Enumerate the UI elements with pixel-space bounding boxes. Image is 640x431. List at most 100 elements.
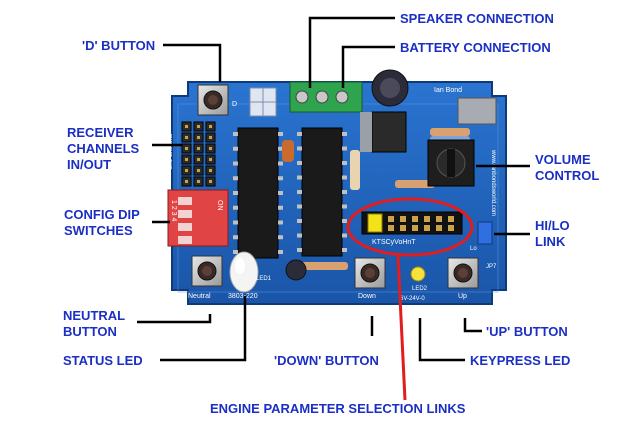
ic-pin bbox=[297, 146, 302, 151]
label-volume-line2: CONTROL bbox=[535, 168, 600, 183]
ic-pin bbox=[342, 161, 347, 165]
header-pin-tip bbox=[209, 158, 212, 161]
ic-pin bbox=[342, 233, 347, 238]
header-pin-tip bbox=[185, 125, 188, 128]
header-pin-tip bbox=[209, 169, 212, 172]
heatsink-tab bbox=[457, 97, 497, 125]
d-button bbox=[197, 84, 229, 116]
ic-pin bbox=[297, 161, 302, 165]
ic-pin bbox=[297, 175, 302, 180]
led1-label: LED1 bbox=[256, 276, 272, 282]
volume-potentiometer bbox=[427, 139, 475, 187]
label-receiver-line3: IN/OUT bbox=[67, 157, 112, 172]
voltage-regulator bbox=[360, 111, 407, 153]
ic-pin bbox=[278, 176, 283, 181]
ic-chip-2 bbox=[297, 127, 347, 257]
link-pin bbox=[400, 216, 406, 222]
part-number-label: 3803-220 bbox=[228, 293, 258, 300]
electrolytic-capacitor bbox=[371, 69, 409, 107]
ic-pin bbox=[278, 146, 283, 151]
up-label: Up bbox=[458, 293, 467, 300]
neutral-label: Neutral bbox=[188, 293, 211, 300]
header-pin-tip bbox=[185, 136, 188, 139]
ic-pin bbox=[278, 132, 283, 136]
ic-pin bbox=[233, 250, 238, 254]
ic-pin bbox=[233, 146, 238, 151]
link-pin bbox=[424, 216, 430, 222]
ic-pin bbox=[297, 204, 302, 209]
link-pin bbox=[436, 216, 442, 222]
label-status-led: STATUS LED bbox=[63, 353, 143, 368]
label-keypress-led: KEYPRESS LED bbox=[470, 353, 571, 368]
engine-links-leader bbox=[396, 255, 407, 401]
links-label: KTSCyVoHnT bbox=[372, 239, 416, 246]
hi-lo-jumper bbox=[477, 221, 493, 245]
ic-pin bbox=[278, 161, 283, 166]
header-pin-tip bbox=[197, 158, 200, 161]
label-receiver-line1: RECEIVER bbox=[67, 125, 134, 140]
ic-pin bbox=[297, 190, 302, 194]
ic-pin bbox=[278, 220, 283, 225]
label-engine-links: ENGINE PARAMETER SELECTION LINKS bbox=[210, 401, 466, 416]
small-capacitor bbox=[285, 259, 307, 281]
label-neutral-line1: NEUTRAL bbox=[63, 308, 126, 323]
ic-pin bbox=[297, 219, 302, 223]
label-config-line2: SWITCHES bbox=[64, 223, 133, 238]
ic-pin bbox=[342, 219, 347, 223]
ic-pin bbox=[233, 161, 238, 166]
lo-label: Lo bbox=[470, 246, 477, 252]
down-label: Down bbox=[358, 293, 376, 300]
link-pin bbox=[448, 225, 454, 231]
header-pin-tip bbox=[185, 158, 188, 161]
header-pin-tip bbox=[197, 180, 200, 183]
status-led bbox=[229, 251, 259, 293]
ic-pin bbox=[233, 132, 238, 136]
jumper-pads bbox=[249, 87, 277, 117]
label-up-button: 'UP' BUTTON bbox=[486, 324, 568, 339]
label-neutral-line2: BUTTON bbox=[63, 324, 117, 339]
neutral-button bbox=[191, 255, 223, 287]
link-pin bbox=[412, 225, 418, 231]
header-pin-tip bbox=[185, 147, 188, 150]
label-speaker-connection: SPEAKER CONNECTION bbox=[400, 11, 554, 26]
terminal-block bbox=[289, 81, 363, 113]
ic-pin bbox=[233, 176, 238, 181]
receiver-header-pins bbox=[181, 121, 216, 187]
ic-pin bbox=[342, 248, 347, 252]
ic-pin bbox=[278, 250, 283, 254]
board-label-d: D bbox=[232, 101, 237, 108]
link-pin bbox=[424, 225, 430, 231]
down-button bbox=[354, 257, 386, 289]
ic-pin bbox=[278, 235, 283, 240]
up-button bbox=[447, 257, 479, 289]
ic-pin bbox=[342, 132, 347, 136]
label-volume-line1: VOLUME bbox=[535, 152, 591, 167]
ic-pin bbox=[233, 220, 238, 225]
link-pin bbox=[448, 216, 454, 222]
ic-pin bbox=[233, 205, 238, 210]
dip-number-labels: 1 2 3 4 bbox=[170, 200, 177, 222]
dip-switch bbox=[167, 189, 229, 247]
label-d-button: 'D' BUTTON bbox=[82, 38, 156, 53]
header-pin-tip bbox=[209, 180, 212, 183]
ic-pin bbox=[342, 146, 347, 151]
label-down-button: 'DOWN' BUTTON bbox=[274, 353, 379, 368]
keypress-led bbox=[410, 266, 426, 282]
ic-pin bbox=[297, 233, 302, 238]
label-hilo-line1: HI/LO bbox=[535, 218, 570, 233]
link-pin bbox=[436, 225, 442, 231]
header-pin-tip bbox=[197, 147, 200, 150]
header-pin-tip bbox=[185, 169, 188, 172]
ic-pin bbox=[233, 191, 238, 195]
link-pin bbox=[388, 225, 394, 231]
supply-label: 6V-24V-0 bbox=[400, 296, 425, 302]
channel-labels: Ch1 Ch2 Ch3 bbox=[168, 133, 174, 170]
ic-pin bbox=[342, 175, 347, 180]
label-receiver-line2: CHANNELS bbox=[67, 141, 140, 156]
ic-pin bbox=[342, 190, 347, 194]
ic-pin bbox=[278, 191, 283, 195]
label-battery-connection: BATTERY CONNECTION bbox=[400, 40, 551, 55]
header-pin-tip bbox=[197, 125, 200, 128]
led2-label: LED2 bbox=[412, 286, 428, 292]
